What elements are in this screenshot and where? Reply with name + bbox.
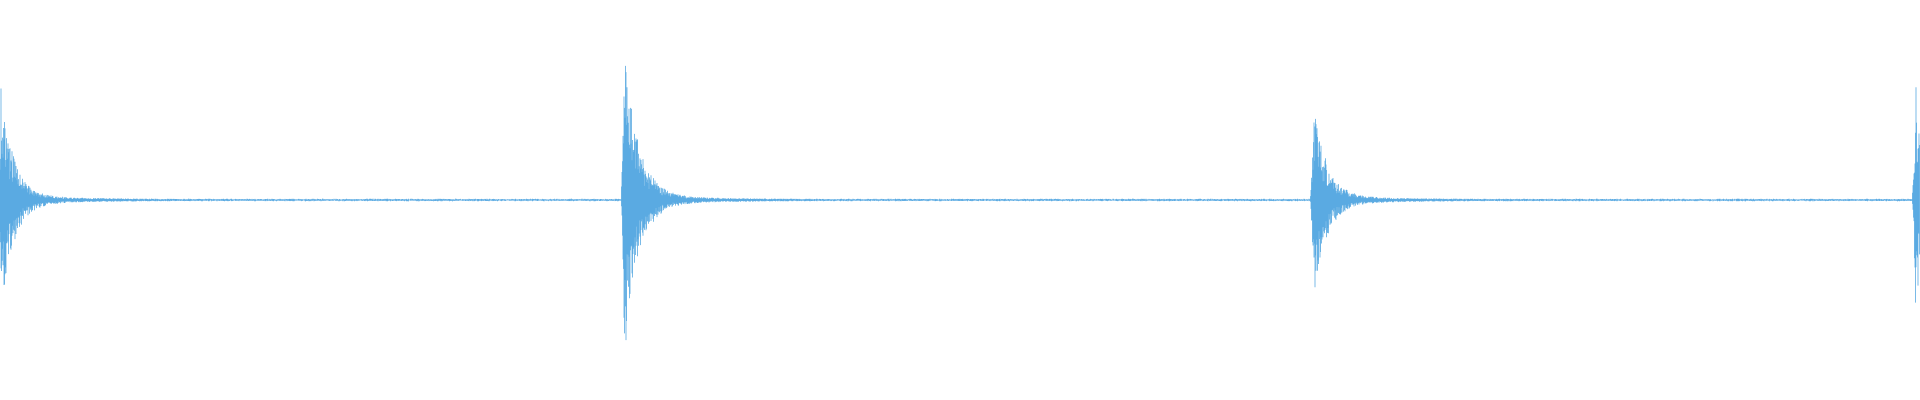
waveform-trace	[0, 65, 1920, 341]
waveform-path	[0, 65, 1920, 341]
